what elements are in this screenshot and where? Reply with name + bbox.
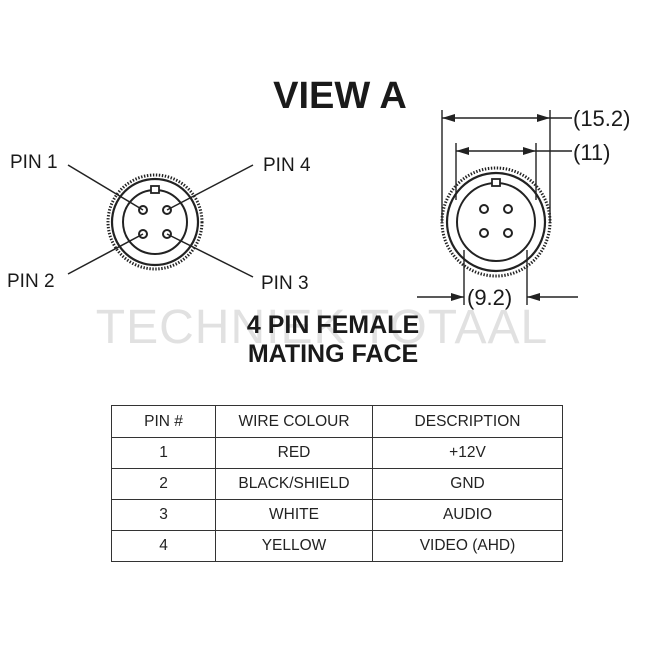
dimension-bottom-label: (9.2): [467, 285, 512, 310]
pin-4-label: PIN 4: [263, 155, 311, 176]
dimension-inner-label: (11): [573, 140, 611, 165]
cell-description: +12V: [372, 437, 563, 469]
watermark: TECHNIEK TOTAAL: [96, 301, 548, 354]
arrow-bottom-left: [451, 293, 464, 301]
connector-knurl-ring: [106, 173, 204, 271]
arrow-inner-right: [523, 147, 536, 155]
cell-wire-colour: WHITE: [215, 499, 373, 531]
pin-1-leader: [67, 164, 144, 211]
table-row: 3 WHITE AUDIO: [111, 499, 563, 531]
right-pin-2-hole: [479, 228, 489, 238]
pin-1-label: PIN 1: [10, 152, 58, 173]
connector-inner-ring: [122, 189, 188, 255]
pin-3-label: PIN 3: [261, 273, 309, 294]
cell-wire-colour: YELLOW: [215, 530, 373, 562]
arrow-outer-left: [442, 114, 455, 122]
pin-4-hole: [162, 205, 172, 215]
right-connector: [417, 110, 578, 305]
right-pin-3-hole: [503, 228, 513, 238]
right-inner-ring: [456, 182, 536, 262]
arrow-bottom-right: [527, 293, 540, 301]
pin-1-hole: [138, 205, 148, 215]
pin-2-leader: [67, 233, 144, 275]
connector-outer-ring: [110, 177, 200, 267]
right-connector-key: [491, 178, 501, 187]
pin-2-hole: [138, 229, 148, 239]
cell-pin: 3: [111, 499, 216, 531]
connector-key: [150, 185, 160, 194]
cell-pin: 2: [111, 468, 216, 500]
cell-wire-colour: BLACK/SHIELD: [215, 468, 373, 500]
pin-3-leader: [166, 233, 254, 278]
dimension-outer-label: (15.2): [573, 106, 630, 131]
cell-wire-colour: RED: [215, 437, 373, 469]
pin-table: PIN # WIRE COLOUR DESCRIPTION 1 RED +12V…: [111, 405, 563, 562]
table-row: 4 YELLOW VIDEO (AHD): [111, 530, 563, 562]
caption-line-2: MATING FACE: [248, 340, 418, 368]
table-header-row: PIN # WIRE COLOUR DESCRIPTION: [111, 405, 563, 438]
table-row: 2 BLACK/SHIELD GND: [111, 468, 563, 500]
right-outer-ring: [445, 171, 547, 273]
pin-4-leader: [166, 164, 254, 211]
left-connector: [67, 164, 254, 278]
cell-description: GND: [372, 468, 563, 500]
pin-2-label: PIN 2: [7, 271, 55, 292]
header-wire-colour: WIRE COLOUR: [215, 405, 373, 438]
right-pin-1-hole: [479, 204, 489, 214]
table-row: 1 RED +12V: [111, 437, 563, 469]
header-description: DESCRIPTION: [372, 405, 563, 438]
header-pin: PIN #: [111, 405, 216, 438]
cell-pin: 1: [111, 437, 216, 469]
cell-description: AUDIO: [372, 499, 563, 531]
arrow-inner-left: [456, 147, 469, 155]
view-title: VIEW A: [273, 75, 407, 117]
caption-line-1: 4 PIN FEMALE: [247, 311, 419, 339]
pin-3-hole: [162, 229, 172, 239]
cell-pin: 4: [111, 530, 216, 562]
arrow-outer-right: [537, 114, 550, 122]
cell-description: VIDEO (AHD): [372, 530, 563, 562]
right-pin-4-hole: [503, 204, 513, 214]
